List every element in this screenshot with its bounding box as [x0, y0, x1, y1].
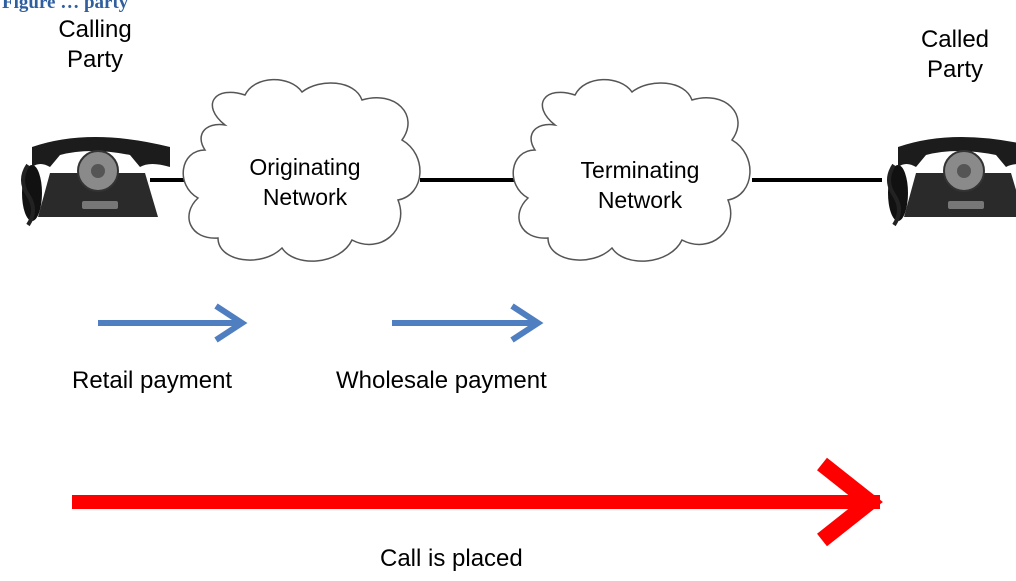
terminating-network-line2: Network [597, 187, 683, 213]
terminating-network-line1: Terminating [580, 157, 700, 183]
originating-network-label: Originating Network [220, 152, 390, 212]
call-direction-arrow [72, 457, 883, 547]
called-party-label: Called Party [900, 25, 1010, 85]
calling-party-label: Calling Party [30, 15, 160, 75]
wholesale-payment-label: Wholesale payment [336, 367, 547, 394]
retail-payment-arrow [98, 303, 248, 343]
called-party-line2: Party [926, 56, 983, 83]
calling-party-line2: Party [66, 46, 123, 73]
retail-payment-label: Retail payment [72, 367, 233, 394]
originating-network-line1: Originating [249, 154, 361, 180]
originating-network-line2: Network [262, 184, 348, 210]
calling-party-line1: Calling [58, 16, 132, 43]
originating-network-cloud [182, 78, 421, 262]
terminating-network-cloud [512, 78, 751, 262]
terminating-network-label: Terminating Network [550, 155, 730, 215]
rotary-telephone-icon [21, 137, 170, 227]
wholesale-payment-arrow [392, 303, 544, 343]
rotary-telephone-icon [887, 137, 1016, 227]
called-party-line1: Called [920, 26, 990, 53]
call-placed-label: Call is placed [380, 545, 523, 572]
figure-caption: Figure … party [2, 0, 129, 13]
